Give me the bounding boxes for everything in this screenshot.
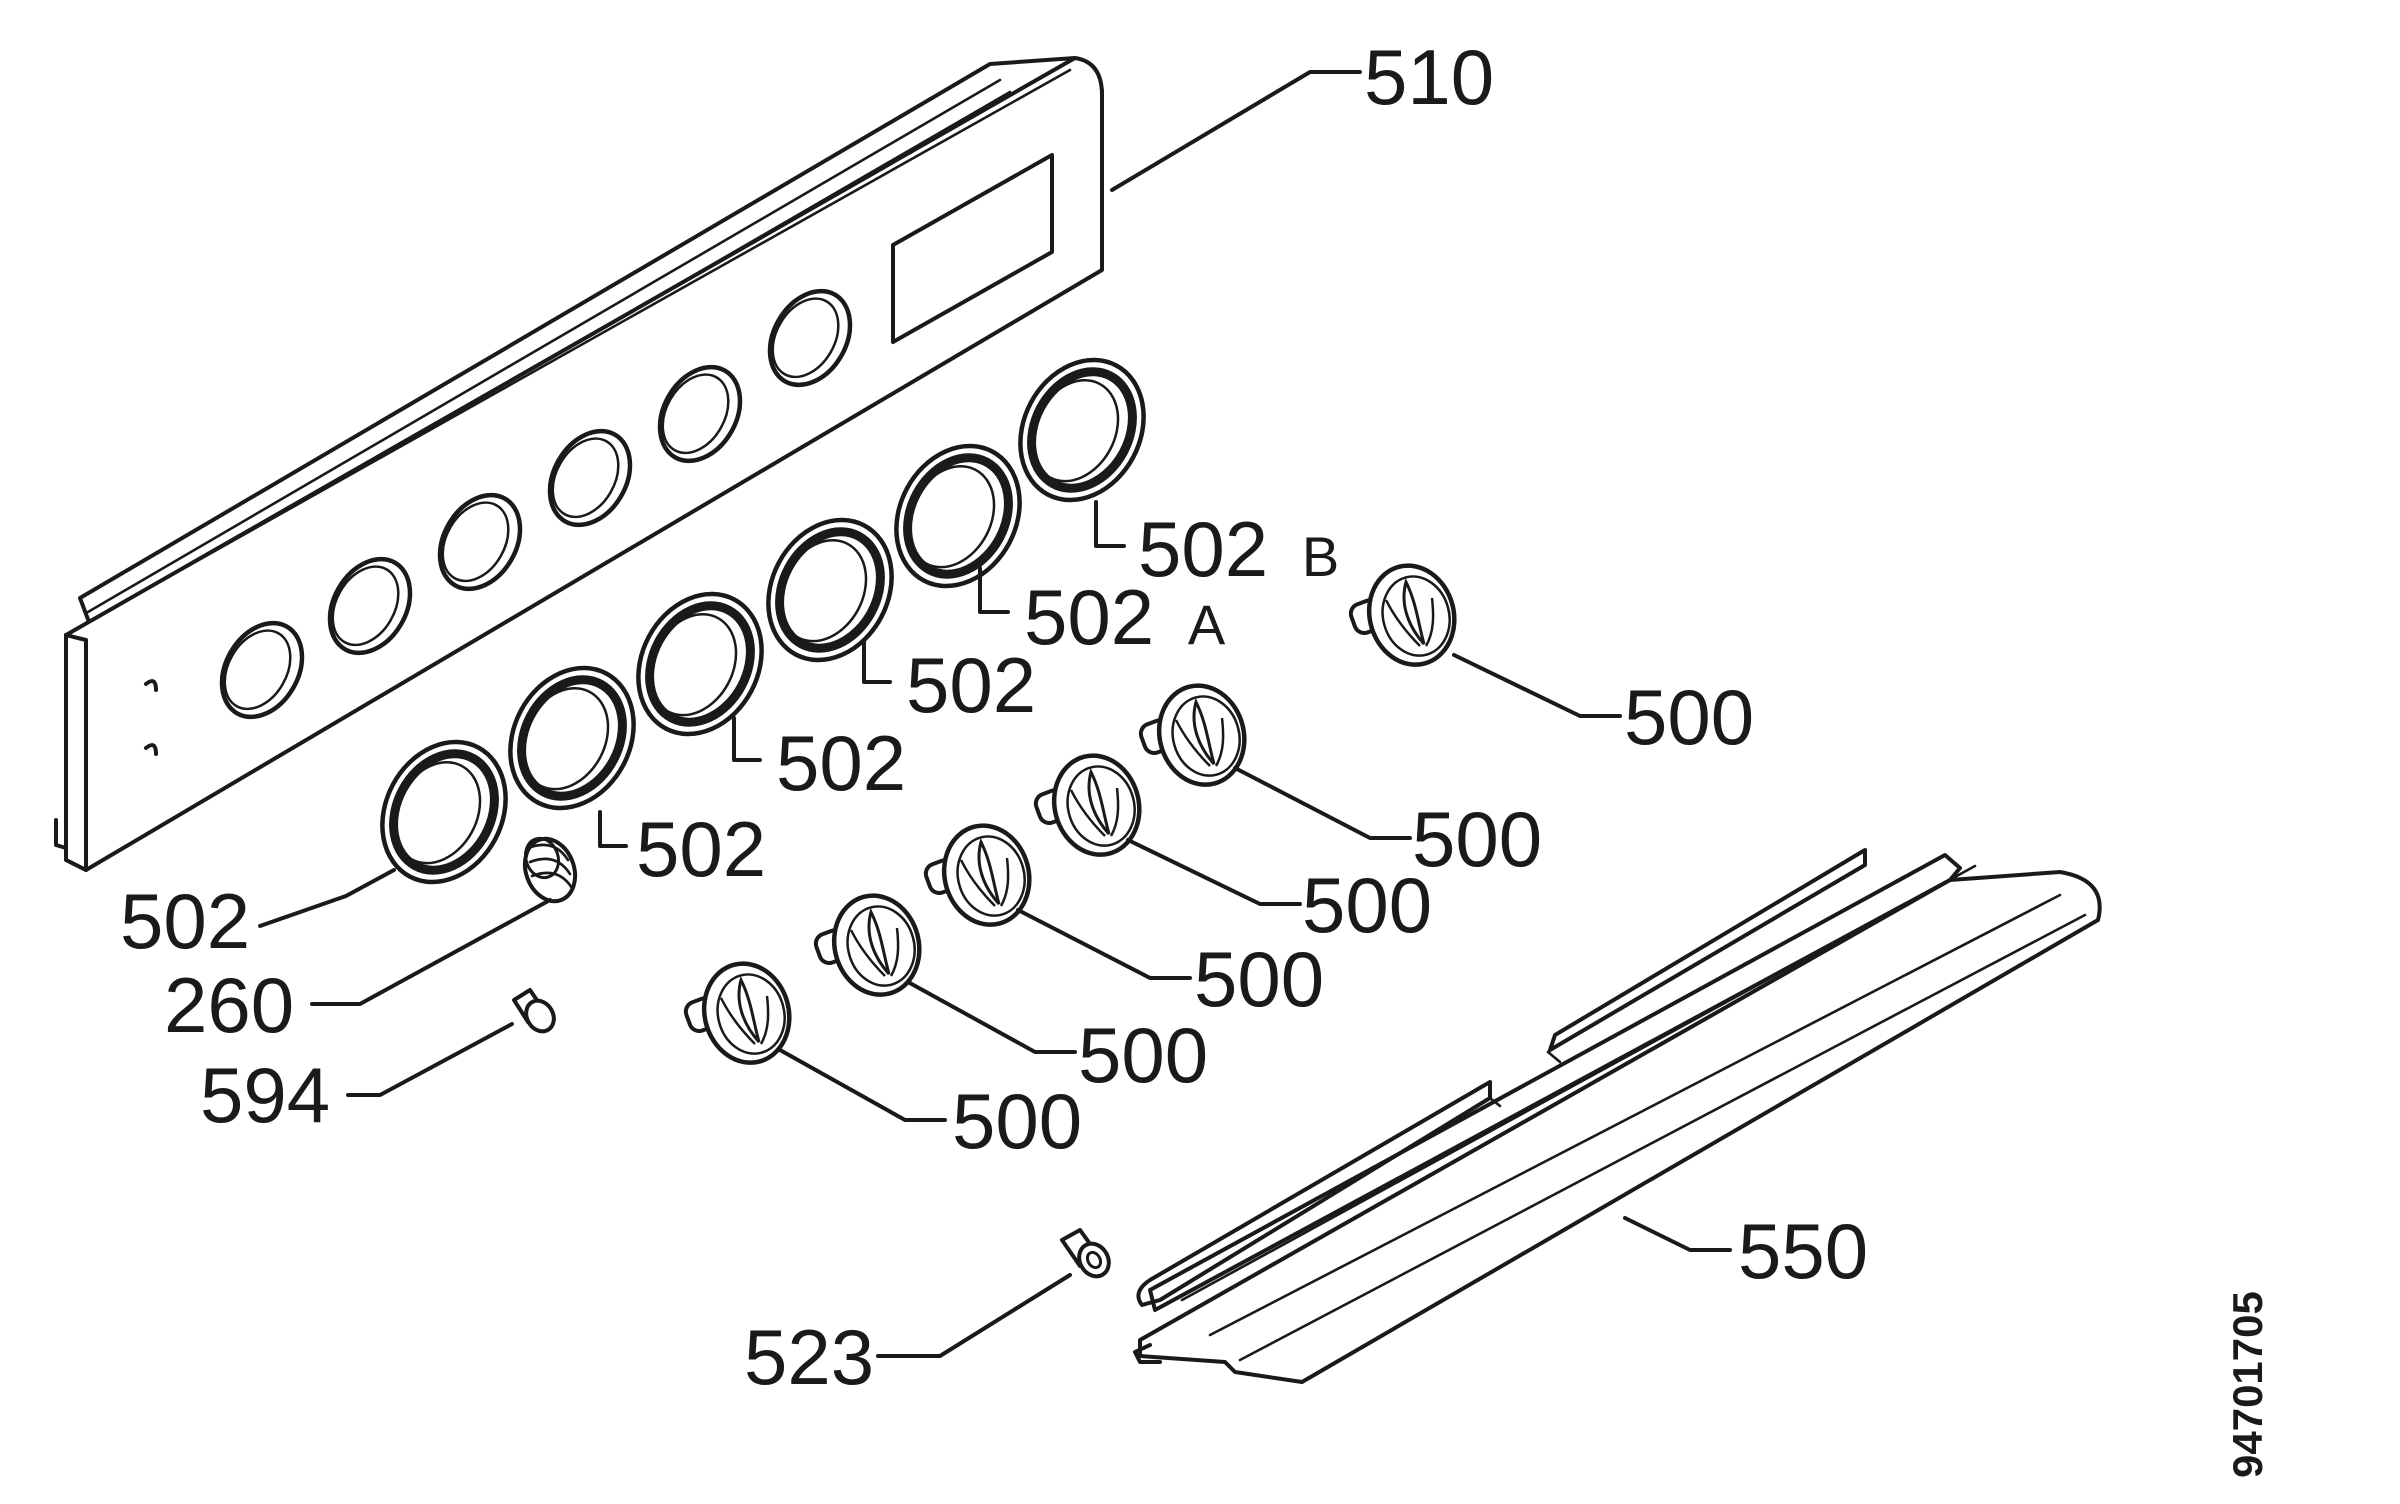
label-500-knob-6: 500 xyxy=(952,1077,1082,1165)
label-523: 523 xyxy=(744,1313,874,1401)
part-labels: 510 502 260 594 502 502 502 502 A 502 B … xyxy=(120,33,2271,1478)
screw-594 xyxy=(512,988,556,1034)
label-502-left: 502 xyxy=(120,877,250,965)
trim-strip-550 xyxy=(1133,848,2102,1384)
label-502a-number: 502 xyxy=(1024,573,1154,661)
label-502-ring-3: 502 xyxy=(776,719,906,807)
control-panel-510 xyxy=(54,56,1104,872)
spring-260 xyxy=(522,836,578,904)
label-260: 260 xyxy=(164,961,294,1049)
label-500-knob-5: 500 xyxy=(1078,1011,1208,1099)
label-500-knob-4: 500 xyxy=(1194,935,1324,1023)
label-500-knob-3: 500 xyxy=(1302,861,1432,949)
label-502a-suffix: A xyxy=(1188,593,1226,656)
label-502b: 502 B xyxy=(1138,505,1339,593)
label-500-knob-1: 500 xyxy=(1624,673,1754,761)
label-502b-number: 502 xyxy=(1138,505,1268,593)
leader-lines xyxy=(258,70,1732,1358)
label-502a: 502 A xyxy=(1024,573,1226,661)
label-502-ring-2: 502 xyxy=(636,805,766,893)
screw-523 xyxy=(1060,1228,1111,1279)
label-502-ring-4: 502 xyxy=(906,641,1036,729)
label-500-knob-2: 500 xyxy=(1412,795,1542,883)
drawing-number: 94701705 xyxy=(2224,1291,2271,1478)
label-510: 510 xyxy=(1364,33,1494,121)
label-502b-suffix: B xyxy=(1302,525,1339,588)
label-594: 594 xyxy=(200,1051,330,1139)
label-550: 550 xyxy=(1738,1207,1868,1295)
